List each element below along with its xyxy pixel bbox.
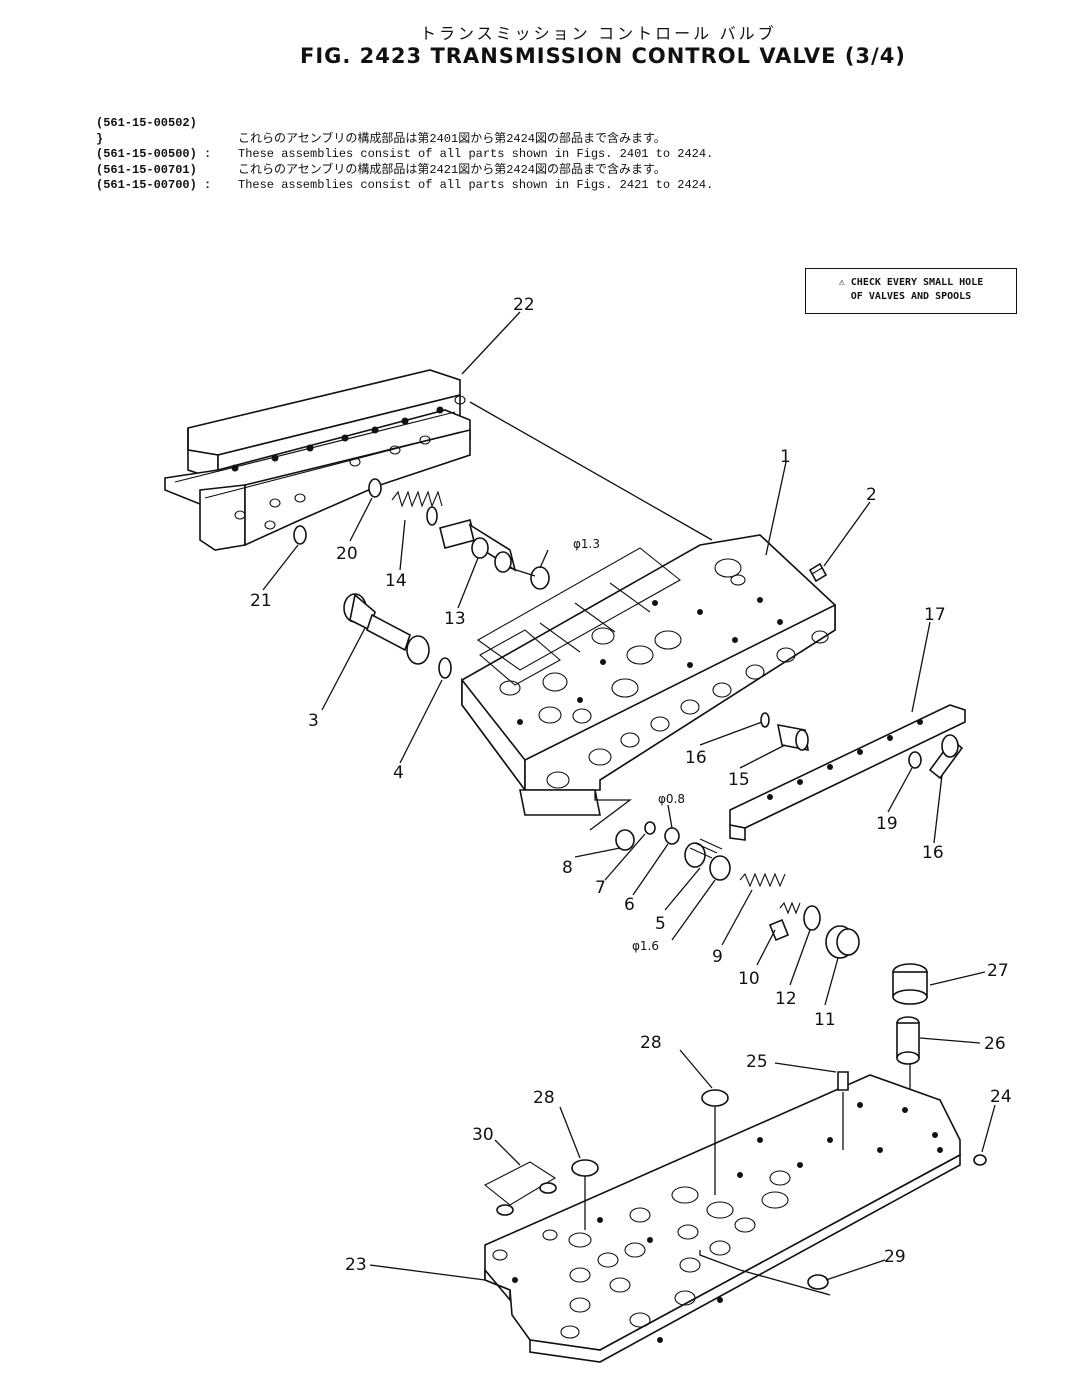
part-16-bolt — [928, 734, 964, 780]
callout-17: 17 — [924, 605, 946, 625]
callout-26: 26 — [984, 1034, 1006, 1054]
part-25-pin — [837, 1071, 849, 1091]
note-row: (561-15-00500) : These assemblies consist… — [96, 147, 713, 163]
note-text: これらのアセンブリの構成部品は第2401図から第2424図の部品まで含みます。 — [238, 131, 666, 146]
dimension-1: φ1.3 — [573, 537, 600, 551]
callout-9: 9 — [712, 947, 723, 967]
note-code: (561-15-00502) — [96, 116, 197, 130]
assembly-notes: (561-15-00502) } これらのアセンブリの構成部品は第2401図から第… — [96, 116, 713, 194]
washer-left — [496, 1182, 557, 1216]
callout-8: 8 — [562, 858, 573, 878]
callout-3: 3 — [308, 711, 319, 731]
part-28-ring-left — [571, 1159, 599, 1177]
part-30-gasket — [483, 1161, 557, 1206]
warning-line: ⚠ CHECK EVERY SMALL HOLE — [838, 277, 984, 288]
warning-line: OF VALVES AND SPOOLS — [850, 291, 972, 302]
part-10-spring — [768, 901, 801, 942]
leader-lines — [262, 311, 996, 1281]
note-row: (561-15-00700) : These assemblies consist… — [96, 178, 713, 194]
callout-5: 5 — [655, 914, 666, 934]
part-15-plug — [760, 712, 809, 751]
part-12-o-ring — [803, 905, 821, 931]
part-28-ring-right — [701, 1089, 729, 1107]
part-4-o-ring — [438, 657, 452, 679]
part-23-lower-plate — [484, 1074, 961, 1363]
callout-13: 13 — [444, 609, 466, 629]
callout-25: 25 — [746, 1052, 768, 1072]
callout-30: 30 — [472, 1125, 494, 1145]
part-9-spring — [739, 872, 786, 888]
japanese-title: トランスミッション コントロール バルブ — [420, 26, 777, 43]
callout-27: 27 — [987, 961, 1009, 981]
part-17-side-plate — [729, 704, 966, 841]
callout-28b: 28 — [533, 1088, 555, 1108]
part-11-plug — [825, 925, 860, 959]
part-1-valve-body — [461, 534, 836, 831]
part-22-cover-assembly — [164, 369, 713, 551]
callout-2: 2 — [866, 485, 877, 505]
note-row: } これらのアセンブリの構成部品は第2401図から第2424図の部品まで含みます。 — [96, 132, 713, 148]
figure-title: FIG. 2423 TRANSMISSION CONTROL VALVE (3/… — [300, 44, 906, 68]
callout-19: 19 — [876, 814, 898, 834]
callout-29: 29 — [884, 1247, 906, 1267]
note-text: These assemblies consist of all parts sh… — [238, 178, 714, 193]
callout-labels: 1 2 3 4 5 6 7 8 9 10 11 12 13 14 15 16 1… — [250, 295, 1012, 1275]
callout-16b: 16 — [922, 843, 944, 863]
callout-1: 1 — [780, 447, 791, 467]
note-code: (561-15-00700) : — [96, 178, 212, 193]
part-8-plug — [615, 829, 635, 851]
note-text: これらのアセンブリの構成部品は第2421図から第2424図の部品まで含みます。 — [238, 162, 666, 177]
callout-23: 23 — [345, 1255, 367, 1275]
callout-15: 15 — [728, 770, 750, 790]
part-2-plug — [808, 562, 828, 583]
part-24-bolt — [973, 1154, 987, 1166]
part-26-sleeve — [896, 1016, 920, 1065]
part-27-cap — [892, 963, 928, 1005]
note-code: (561-15-00500) : — [96, 147, 212, 162]
part-3-spool — [343, 593, 430, 665]
part-7-ball — [644, 821, 656, 835]
note-code: (561-15-00701) — [96, 162, 197, 177]
part-5-valve — [684, 838, 731, 881]
callout-4: 4 — [393, 763, 404, 783]
note-code: } — [96, 131, 104, 146]
part-29-ring — [807, 1274, 829, 1290]
callout-6: 6 — [624, 895, 635, 915]
callout-28a: 28 — [640, 1033, 662, 1053]
part-6-plug — [664, 827, 680, 845]
part-13-spool — [439, 519, 550, 590]
warning-box: ⚠ CHECK EVERY SMALL HOLE OF VALVES AND S… — [805, 268, 1017, 314]
callout-16a: 16 — [685, 748, 707, 768]
callout-24: 24 — [990, 1087, 1012, 1107]
note-row: (561-15-00502) — [96, 116, 713, 132]
part-21-o-ring — [293, 525, 307, 545]
dimension-3: φ1.6 — [632, 939, 659, 953]
callout-11: 11 — [814, 1010, 836, 1030]
callout-12: 12 — [775, 989, 797, 1009]
callout-20: 20 — [336, 544, 358, 564]
callout-22: 22 — [513, 295, 535, 315]
part-19-washer — [908, 751, 922, 769]
part-14-spring — [391, 490, 443, 526]
part-20-o-ring — [368, 478, 382, 498]
callout-21: 21 — [250, 591, 272, 611]
dimension-2: φ0.8 — [658, 792, 685, 806]
note-text: These assemblies consist of all parts sh… — [238, 147, 714, 162]
callout-14: 14 — [385, 571, 407, 591]
callout-7: 7 — [595, 878, 606, 898]
callout-10: 10 — [738, 969, 760, 989]
note-row: (561-15-00701) これらのアセンブリの構成部品は第2421図から第24… — [96, 163, 713, 179]
